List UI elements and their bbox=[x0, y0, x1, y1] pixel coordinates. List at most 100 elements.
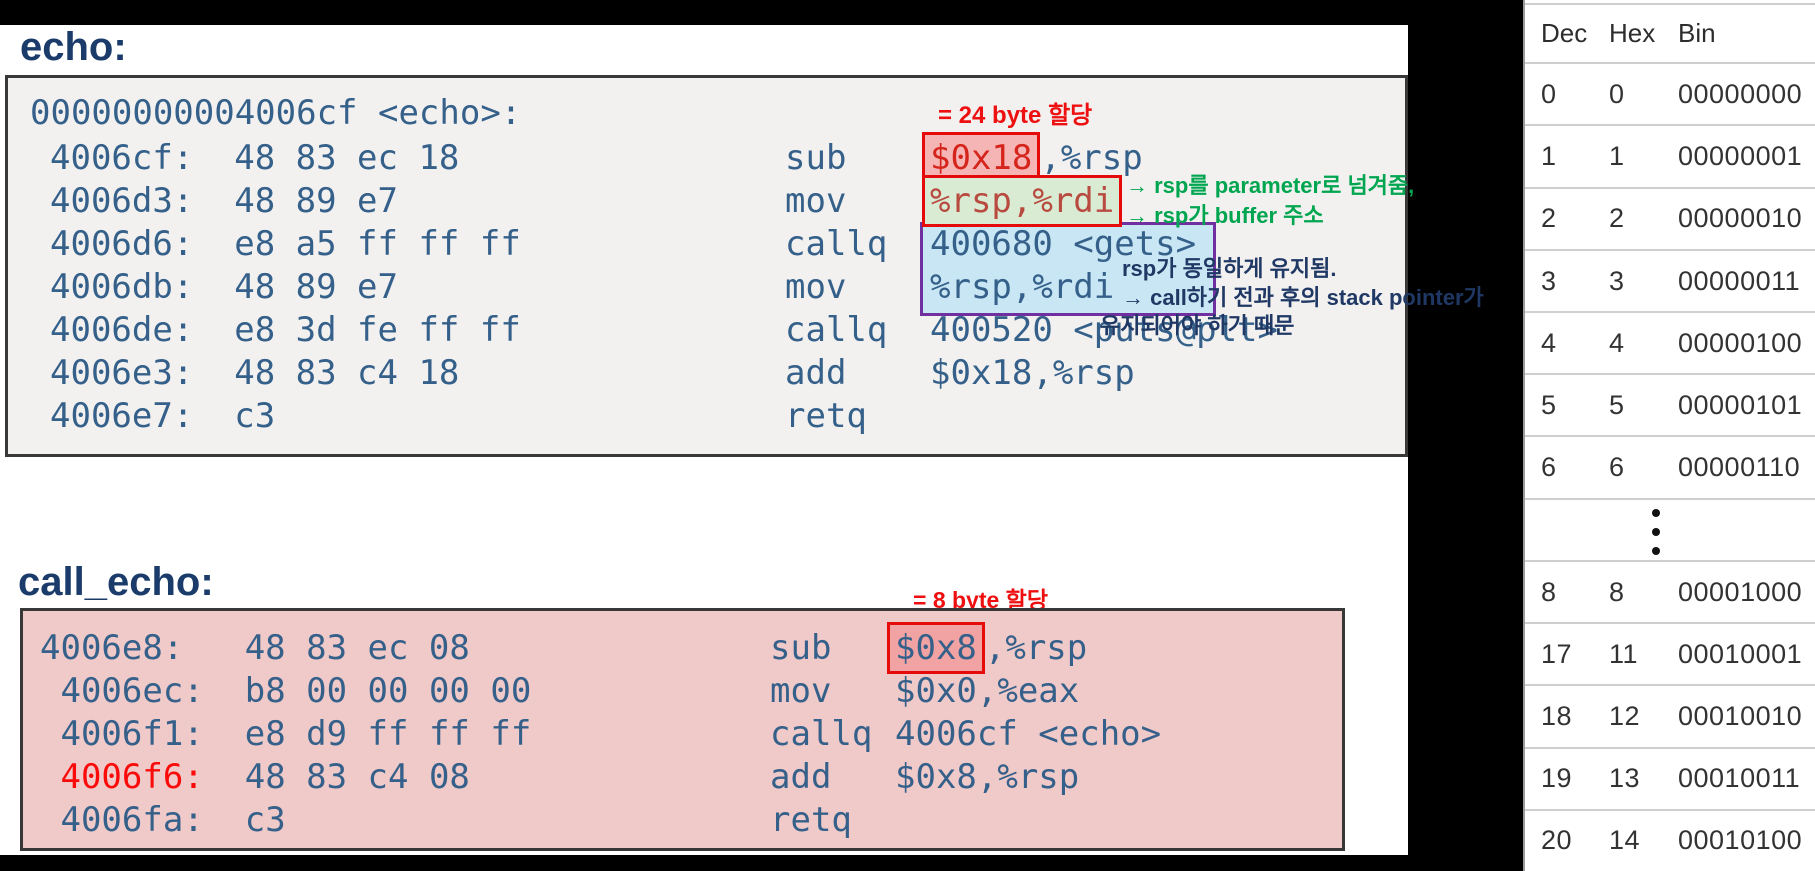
instruction-address: 4006d3: bbox=[50, 181, 194, 221]
operand-text: 400680 <gets> bbox=[930, 224, 1197, 264]
call-echo-disassembly-box bbox=[20, 608, 1345, 851]
mnemonic: callq bbox=[770, 714, 873, 754]
highlighted-operand: $0x8 bbox=[887, 622, 985, 674]
alloc-24-byte-annotation: = 24 byte 할당 bbox=[938, 102, 1093, 129]
dec-value: 6 bbox=[1541, 452, 1557, 483]
table-divider bbox=[1525, 311, 1815, 313]
address-and-bytes: 4006f1: e8 d9 ff ff ff bbox=[60, 714, 532, 754]
table-left-border bbox=[1523, 0, 1525, 871]
hex-value: 11 bbox=[1609, 638, 1639, 669]
gets-call-highlight-box bbox=[920, 222, 1216, 316]
hex-value: 2 bbox=[1609, 203, 1625, 234]
table-divider bbox=[1525, 187, 1815, 189]
table-divider bbox=[1525, 3, 1815, 5]
mnemonic: mov bbox=[770, 671, 832, 711]
bin-value: 00000101 bbox=[1678, 390, 1803, 420]
bin-value: 00000100 bbox=[1678, 327, 1803, 358]
operand-text: ,%rsp bbox=[1040, 138, 1143, 178]
instruction-address: 4006de: bbox=[50, 310, 194, 350]
operand: 400520 <puts@plt> bbox=[930, 310, 1278, 350]
address-and-bytes: 4006de: e8 3d fe ff ff bbox=[50, 310, 521, 350]
stack-pointer-annotation: → call하기 전과 후의 stack pointer가 bbox=[1122, 285, 1484, 310]
operand-text: ,%rsp bbox=[984, 628, 1088, 668]
table-divider bbox=[1525, 622, 1815, 624]
operand: $0x8,%rsp bbox=[895, 757, 1079, 797]
address-and-bytes: 4006fa: c3 bbox=[60, 800, 286, 840]
table-divider bbox=[1525, 62, 1815, 64]
operand: $0x18,%rsp bbox=[922, 132, 1143, 184]
hex-value: 6 bbox=[1609, 452, 1625, 483]
operand: $0x0,%eax bbox=[895, 671, 1079, 711]
code-row: 4006d3: 48 89 e7 mov %rsp,%rdi bbox=[0, 175, 1815, 227]
dec-value: 3 bbox=[1541, 265, 1557, 296]
mnemonic: callq bbox=[785, 310, 888, 350]
table-divider bbox=[1525, 435, 1815, 437]
address-and-bytes: 4006ec: b8 00 00 00 00 bbox=[60, 671, 532, 711]
address-and-bytes: 4006d3: 48 89 e7 bbox=[50, 181, 398, 221]
code-row: 4006fa: c3 retq bbox=[0, 800, 1815, 844]
rsp-kept-annotation: rsp가 동일하게 유지됨. bbox=[1122, 256, 1337, 281]
code-row: 4006cf: 48 83 ec 18 sub $0x18,%rsp bbox=[0, 132, 1815, 184]
code-row: 4006e3: 48 83 c4 18 add $0x18,%rsp bbox=[0, 353, 1815, 397]
mnemonic: sub bbox=[785, 138, 847, 178]
dec-value: 1 bbox=[1541, 141, 1557, 172]
address-and-bytes: 4006cf: 48 83 ec 18 bbox=[50, 138, 460, 178]
operand: %rsp,%rdi bbox=[922, 175, 1123, 227]
mnemonic: retq bbox=[770, 800, 852, 840]
bin-value: 00010100 bbox=[1678, 825, 1803, 856]
ellipsis-dot bbox=[1652, 509, 1660, 517]
table-divider bbox=[1525, 560, 1815, 562]
table-divider bbox=[1525, 684, 1815, 686]
address-and-bytes: 4006e8: 48 83 ec 08 bbox=[40, 628, 470, 668]
table-divider bbox=[1525, 747, 1815, 749]
instruction-address: 4006e8: bbox=[40, 628, 184, 668]
operand-text: %rsp,%rdi bbox=[930, 267, 1115, 307]
bin-value: 00000000 bbox=[1678, 79, 1803, 109]
dec-value: 8 bbox=[1541, 576, 1557, 607]
hex-value: 8 bbox=[1609, 576, 1625, 607]
operand-text: $0x0,%eax bbox=[895, 671, 1080, 711]
mnemonic: mov bbox=[785, 181, 847, 221]
operand-text: $0x8,%rsp bbox=[895, 757, 1080, 797]
code-row: 4006f1: e8 d9 ff ff ff callq 4006cf <echo> bbox=[0, 714, 1815, 758]
dec-value: 18 bbox=[1541, 701, 1573, 731]
dec-value: 5 bbox=[1541, 390, 1557, 420]
operand: $0x8,%rsp bbox=[887, 622, 1088, 674]
table-header-hex: Hex bbox=[1609, 18, 1656, 48]
address-and-bytes: 4006f6: 48 83 c4 08 bbox=[60, 757, 470, 797]
bin-value: 00000110 bbox=[1678, 452, 1801, 483]
instruction-address: 4006fa: bbox=[60, 800, 204, 840]
hex-value: 13 bbox=[1609, 763, 1641, 794]
instruction-address: 4006db: bbox=[50, 267, 194, 307]
bin-value: 00010010 bbox=[1678, 701, 1803, 731]
rsp-buffer-annotation: → rsp가 buffer 주소 bbox=[1126, 203, 1324, 228]
code-row: 4006ec: b8 00 00 00 00 mov $0x0,%eax bbox=[0, 671, 1815, 715]
code-row: 4006de: e8 3d fe ff ff callq 400520 <puts@… bbox=[0, 310, 1815, 354]
operand: 4006cf <echo> bbox=[895, 714, 1161, 754]
operand-text: 4006cf <echo> bbox=[895, 714, 1162, 754]
instruction-address: 4006cf: bbox=[50, 138, 194, 178]
bin-value: 00000001 bbox=[1678, 141, 1803, 172]
dec-value: 17 bbox=[1541, 638, 1573, 669]
code-row: 4006e8: 48 83 ec 08 sub $0x8,%rsp bbox=[0, 622, 1815, 674]
mnemonic: sub bbox=[770, 628, 832, 668]
table-divider bbox=[1525, 124, 1815, 126]
mnemonic: add bbox=[785, 353, 847, 393]
hex-value: 3 bbox=[1609, 265, 1625, 296]
hex-value: 0 bbox=[1609, 79, 1625, 109]
operand-text: $0x18,%rsp bbox=[930, 353, 1135, 393]
mnemonic: mov bbox=[785, 267, 847, 307]
bin-value: 00000011 bbox=[1678, 265, 1801, 296]
highlighted-operand: %rsp,%rdi bbox=[922, 175, 1123, 227]
address-and-bytes: 4006e3: 48 83 c4 18 bbox=[50, 353, 460, 393]
operand-text: 400520 <puts@plt> bbox=[930, 310, 1278, 350]
instruction-address: 4006ec: bbox=[60, 671, 204, 711]
instruction-address: 4006f6: bbox=[60, 757, 204, 797]
bin-value: 00000010 bbox=[1678, 203, 1803, 234]
hex-value: 4 bbox=[1609, 327, 1625, 358]
dec-value: 0 bbox=[1541, 79, 1557, 109]
instruction-address: 4006d6: bbox=[50, 224, 194, 264]
bin-value: 00001000 bbox=[1678, 576, 1803, 607]
